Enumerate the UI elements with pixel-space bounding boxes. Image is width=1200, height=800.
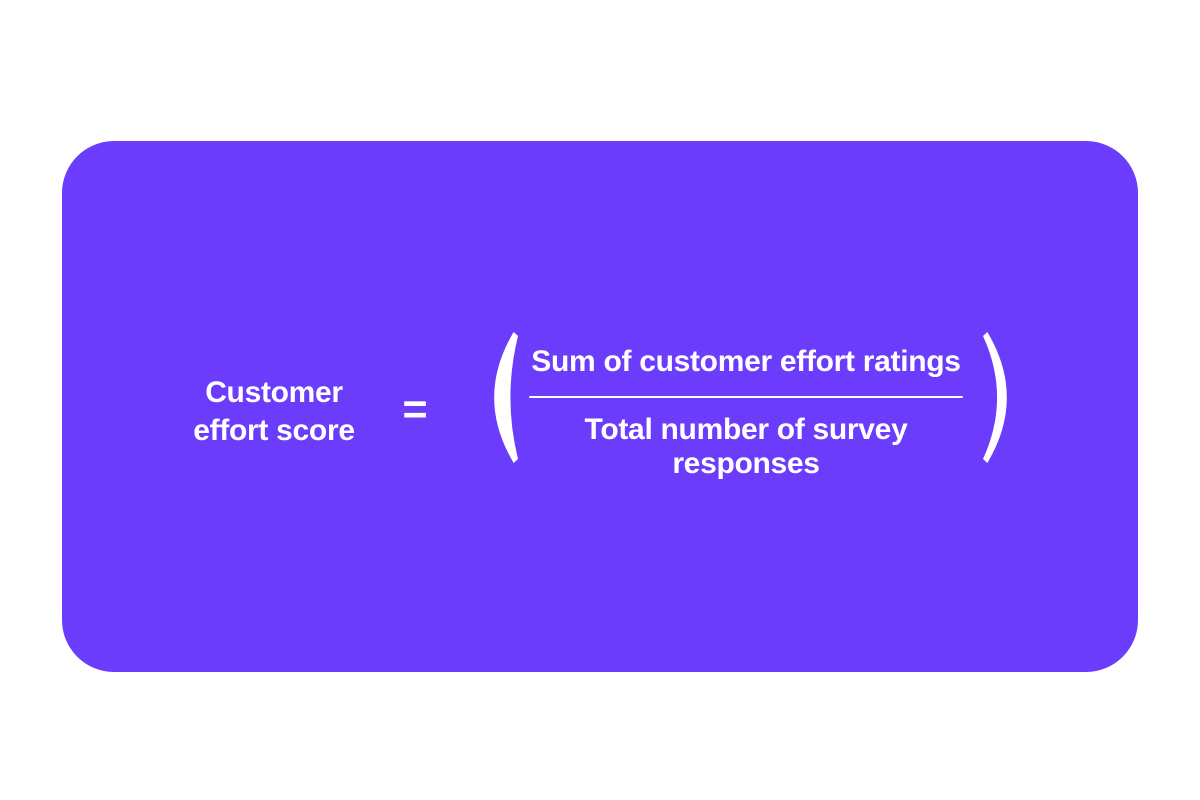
formula-label-line2: effort score: [193, 414, 355, 447]
equals-sign: =: [402, 385, 428, 434]
fraction-divider-line: [529, 396, 963, 398]
close-paren-icon: [983, 332, 1007, 463]
fraction: Sum of customer effort ratings Total num…: [529, 342, 963, 481]
formula-label-line1: Customer: [205, 376, 343, 409]
fraction-denominator-line1: Total number of survey: [584, 413, 908, 446]
formula-card: Customer effort score = Sum of customer …: [62, 141, 1138, 672]
fraction-numerator: Sum of customer effort ratings: [531, 345, 961, 378]
fraction-denominator-line2: responses: [672, 447, 820, 480]
fraction-denominator: Total number of survey responses: [529, 413, 963, 481]
open-paren-icon: [494, 332, 518, 463]
formula-label: Customer effort score: [149, 374, 399, 450]
